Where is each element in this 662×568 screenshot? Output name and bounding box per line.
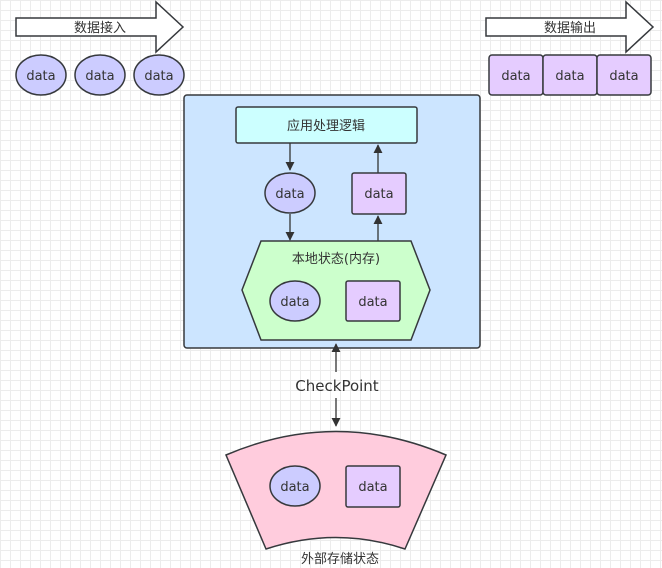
input-item-label: data <box>144 69 173 84</box>
external-state-item: data <box>269 465 321 507</box>
input-arrow-label: 数据接入 <box>74 20 126 36</box>
output-items: data data data <box>488 54 652 96</box>
output-item: data <box>596 54 652 96</box>
app-logic-box: 应用处理逻辑 <box>235 106 418 144</box>
input-item: data <box>133 54 185 96</box>
output-arrow-label: 数据输出 <box>544 20 596 36</box>
output-item-label: data <box>501 69 530 84</box>
output-item-label: data <box>555 69 584 84</box>
local-state-item: data <box>269 280 321 322</box>
external-state-item-label: data <box>358 480 387 495</box>
app-logic-label: 应用处理逻辑 <box>287 118 365 134</box>
local-state-item-label: data <box>358 295 387 310</box>
flow-in-item: data <box>264 172 316 214</box>
input-item-label: data <box>26 69 55 84</box>
output-item: data <box>542 54 598 96</box>
input-item-label: data <box>85 69 114 84</box>
external-state-item: data <box>345 465 401 508</box>
output-arrow: 数据输出 <box>485 0 655 54</box>
external-state-label: 外部存储状态 <box>301 552 379 567</box>
external-state-item-label: data <box>280 480 309 495</box>
external-state: data data 外部存储状态 <box>225 430 447 567</box>
flow-out-item-label: data <box>364 187 393 202</box>
input-item: data <box>74 54 126 96</box>
local-state-item-label: data <box>280 295 309 310</box>
local-state: 本地状态(内存) data data <box>241 240 431 341</box>
flow-in-item-label: data <box>275 187 304 202</box>
local-state-item: data <box>345 280 401 322</box>
output-item: data <box>488 54 544 96</box>
local-state-label: 本地状态(内存) <box>292 251 380 267</box>
checkpoint-label: CheckPoint <box>295 377 379 395</box>
checkpoint-connector: CheckPoint <box>295 343 379 427</box>
flow-out-item: data <box>351 172 407 215</box>
input-arrow: 数据接入 <box>15 0 185 54</box>
input-item: data <box>15 54 67 96</box>
output-item-label: data <box>609 69 638 84</box>
input-items: data data data <box>15 54 185 96</box>
